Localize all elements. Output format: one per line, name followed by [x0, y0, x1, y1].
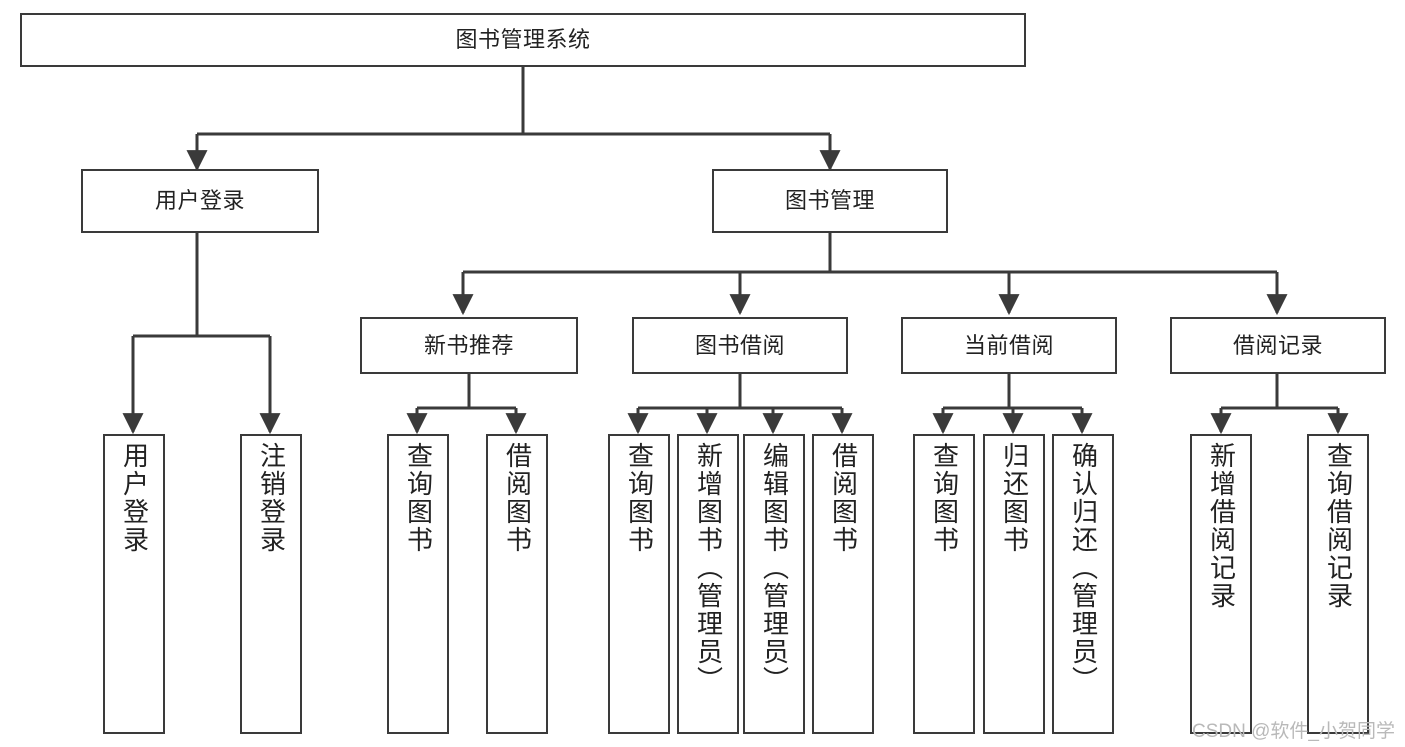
leaf-query-book-3[interactable]: 查询图书	[913, 434, 975, 734]
node-new-book-recommend[interactable]: 新书推荐	[360, 317, 578, 374]
leaf-add-book[interactable]: 新增图书（管理员）	[677, 434, 739, 734]
node-book-manage-label: 图书管理	[784, 188, 875, 214]
leaf-query-borrow-record-label: 查询借阅记录	[1323, 442, 1354, 610]
leaf-confirm-return[interactable]: 确认归还（管理员）	[1052, 434, 1114, 734]
leaf-borrow-book-2[interactable]: 借阅图书	[812, 434, 874, 734]
leaf-query-book-2[interactable]: 查询图书	[608, 434, 670, 734]
leaf-logout-login[interactable]: 注销登录	[240, 434, 302, 734]
leaf-query-book-1[interactable]: 查询图书	[387, 434, 449, 734]
node-user-login-label: 用户登录	[154, 188, 245, 214]
node-book-manage[interactable]: 图书管理	[712, 169, 948, 233]
leaf-edit-book-label: 编辑图书（管理员）	[759, 442, 790, 694]
leaf-query-book-1-label: 查询图书	[403, 442, 434, 554]
node-book-borrow[interactable]: 图书借阅	[632, 317, 848, 374]
leaf-user-login[interactable]: 用户登录	[103, 434, 165, 734]
node-new-book-recommend-label: 新书推荐	[423, 332, 514, 358]
node-current-borrow-label: 当前借阅	[963, 332, 1054, 358]
leaf-borrow-book-2-label: 借阅图书	[828, 442, 859, 554]
leaf-add-borrow-record[interactable]: 新增借阅记录	[1190, 434, 1252, 734]
leaf-query-book-2-label: 查询图书	[624, 442, 655, 554]
node-borrow-record-label: 借阅记录	[1232, 332, 1323, 358]
leaf-return-book[interactable]: 归还图书	[983, 434, 1045, 734]
leaf-add-book-label: 新增图书（管理员）	[693, 442, 724, 694]
leaf-edit-book[interactable]: 编辑图书（管理员）	[743, 434, 805, 734]
node-user-login[interactable]: 用户登录	[81, 169, 319, 233]
node-root-label: 图书管理系统	[455, 27, 591, 53]
leaf-query-book-3-label: 查询图书	[929, 442, 960, 554]
watermark-text: CSDN @软件_小贺同学	[1192, 721, 1395, 742]
leaf-query-borrow-record[interactable]: 查询借阅记录	[1307, 434, 1369, 734]
leaf-confirm-return-label: 确认归还（管理员）	[1068, 442, 1099, 694]
node-book-borrow-label: 图书借阅	[694, 332, 785, 358]
node-root[interactable]: 图书管理系统	[20, 13, 1026, 67]
leaf-user-login-label: 用户登录	[119, 442, 150, 554]
leaf-borrow-book-1[interactable]: 借阅图书	[486, 434, 548, 734]
leaf-add-borrow-record-label: 新增借阅记录	[1206, 442, 1237, 610]
node-borrow-record[interactable]: 借阅记录	[1170, 317, 1386, 374]
node-current-borrow[interactable]: 当前借阅	[901, 317, 1117, 374]
leaf-logout-login-label: 注销登录	[256, 442, 287, 554]
leaf-return-book-label: 归还图书	[999, 442, 1030, 554]
leaf-borrow-book-1-label: 借阅图书	[502, 442, 533, 554]
